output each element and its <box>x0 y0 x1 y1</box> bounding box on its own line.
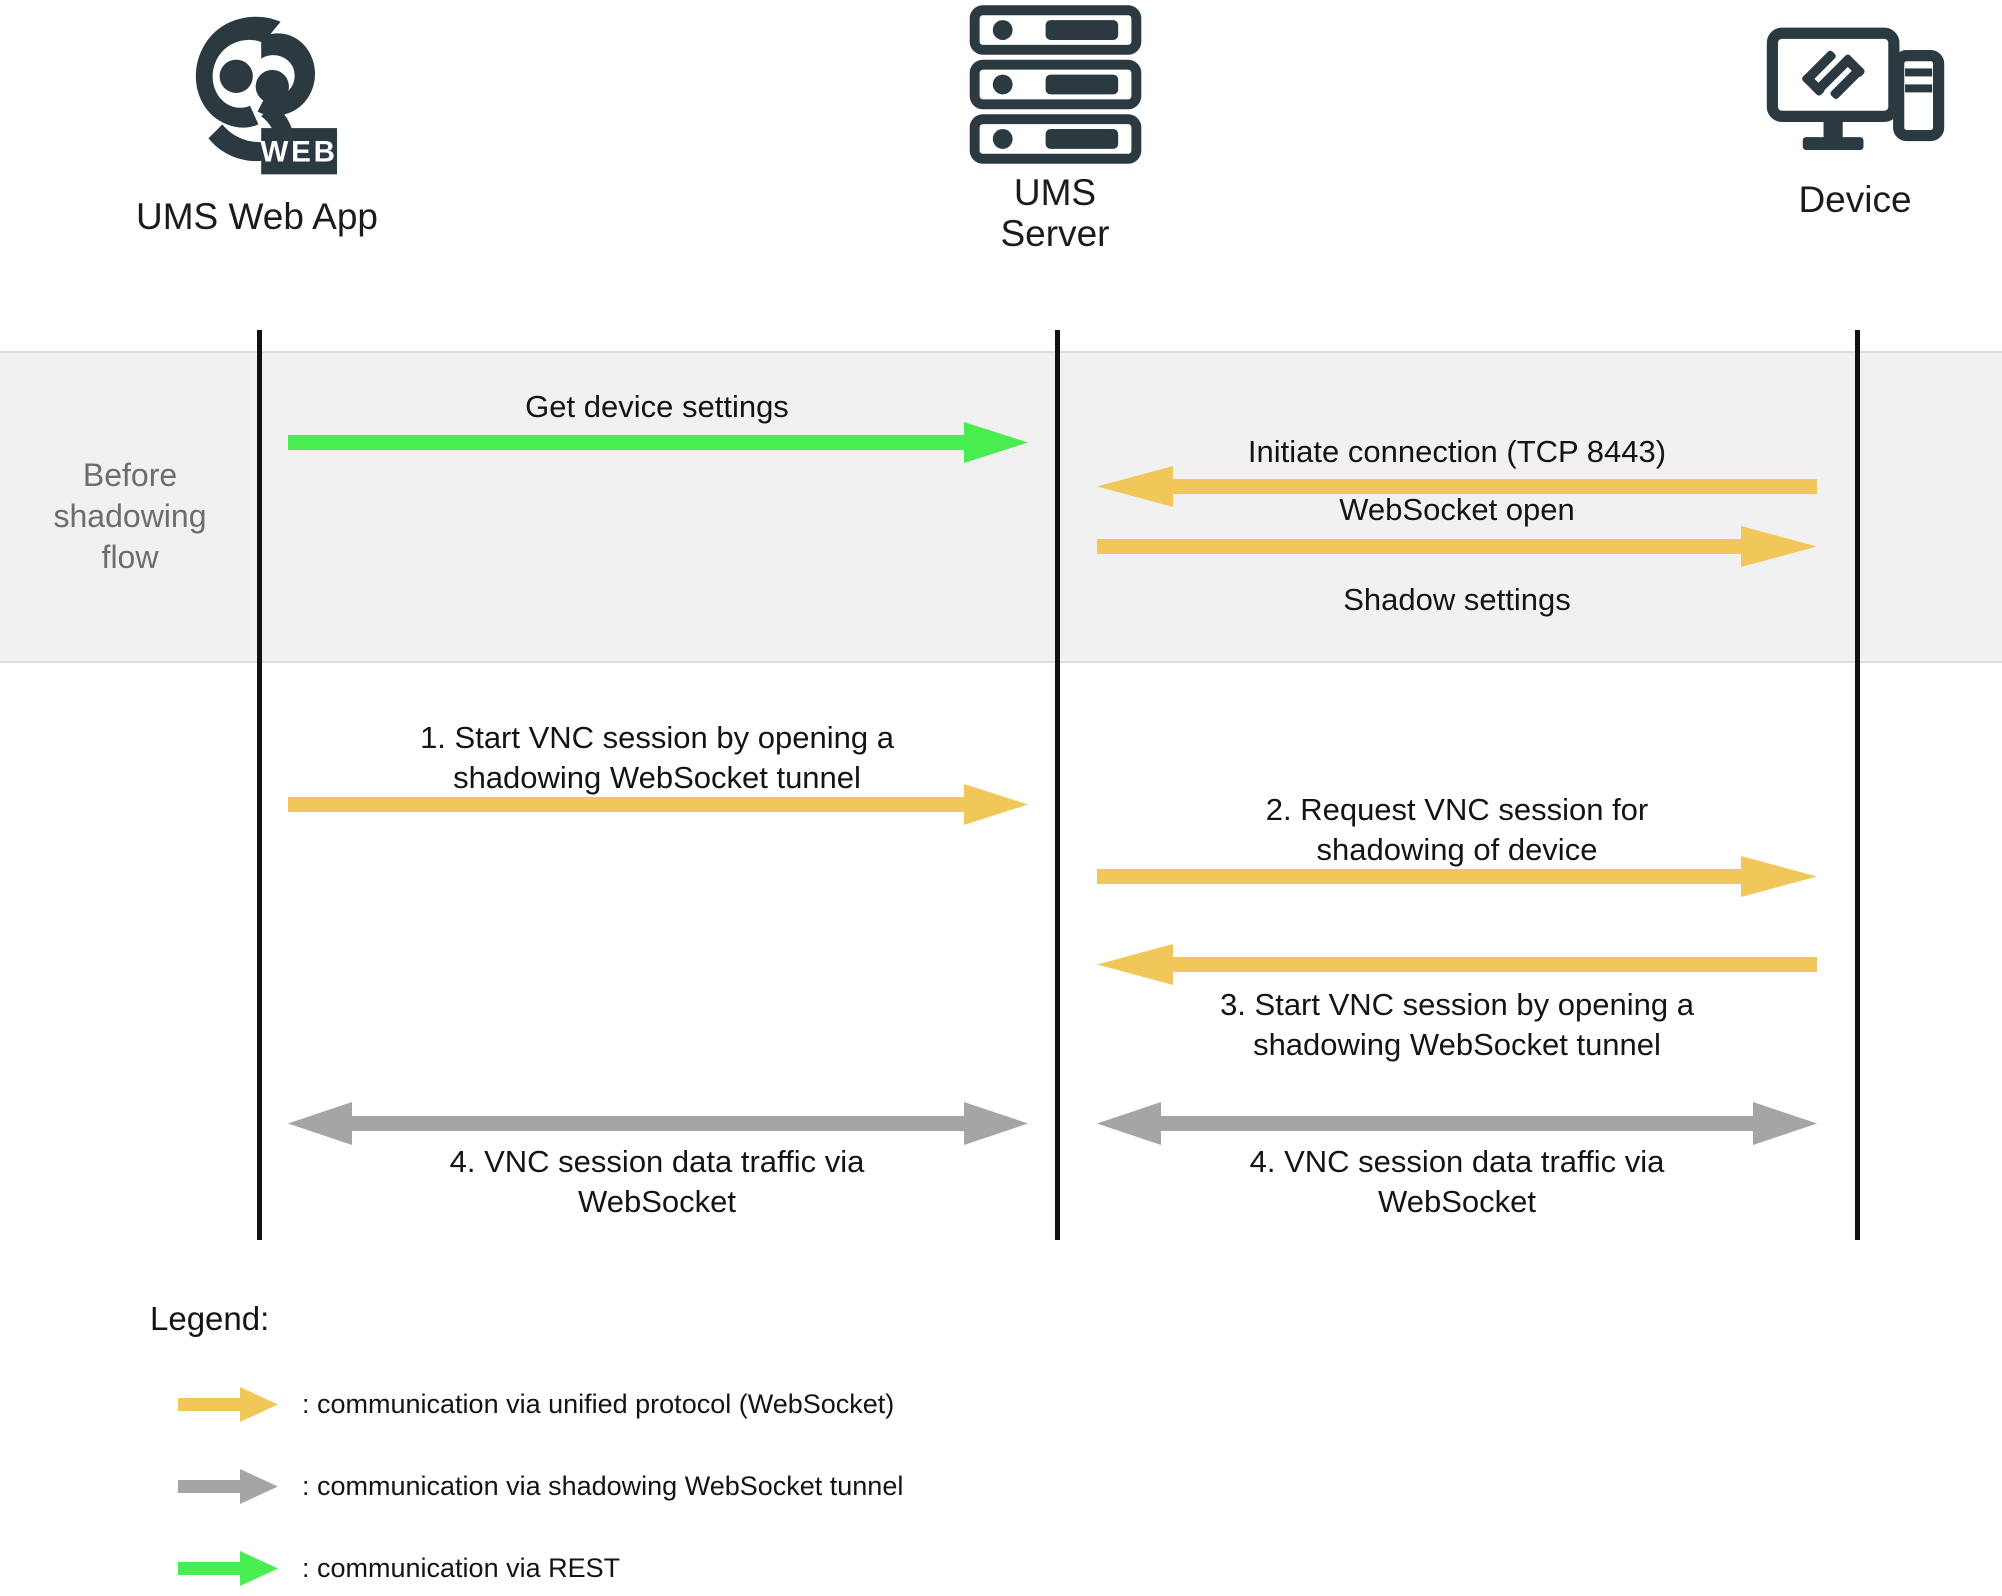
svg-text:WEB: WEB <box>260 135 337 168</box>
message-arrow-get-device-settings <box>288 422 1028 463</box>
actor-device: Device <box>1655 14 2002 220</box>
message-arrow-websocket-open <box>1097 526 1817 567</box>
message-label-initiate-connection: Initiate connection (TCP 8443) <box>1247 434 1667 469</box>
message-arrow-step-1 <box>288 784 1028 825</box>
actor-label-device: Device <box>1798 179 1912 220</box>
ums-web-logo-icon: WEB <box>57 6 457 196</box>
actor-ums-server: UMS Server <box>855 2 1255 255</box>
message-arrow-step-3 <box>1097 944 1817 985</box>
message-arrow-step-4-right <box>1097 1102 1817 1145</box>
server-rack-icon <box>855 2 1255 172</box>
phase-band-before-shadowing <box>0 351 2002 663</box>
legend-text-rest: : communication via REST <box>302 1552 621 1583</box>
lifeline-device <box>1855 330 1860 1240</box>
actor-label-ums-web-app: UMS Web App <box>136 196 378 237</box>
actor-label-ums-server: UMS Server <box>1000 172 1110 255</box>
legend-title: Legend: <box>150 1300 270 1337</box>
actor-ums-web-app: WEB UMS Web App <box>57 6 457 237</box>
message-label-shadow-settings: Shadow settings <box>1343 582 1571 617</box>
legend-swatch-unified-protocol-arrow-icon <box>178 1387 278 1422</box>
message-label-step-2: 2. Request VNC session for shadowing of … <box>1265 792 1649 867</box>
legend-swatch-shadowing-tunnel-arrow-icon <box>178 1469 278 1504</box>
message-label-step-1: 1. Start VNC session by opening a shadow… <box>420 720 894 795</box>
message-label-step-4-right: 4. VNC session data traffic via WebSocke… <box>1249 1144 1665 1219</box>
message-label-step-4-left: 4. VNC session data traffic via WebSocke… <box>449 1144 865 1219</box>
lifeline-ums-server <box>1055 330 1060 1240</box>
message-label-get-device-settings: Get device settings <box>525 389 789 424</box>
legend-text-shadowing-tunnel: : communication via shadowing WebSocket … <box>302 1470 904 1501</box>
lifeline-ums-web-app <box>257 330 262 1240</box>
legend-entry-rest: : communication via REST <box>178 1549 620 1587</box>
message-arrow-step-2 <box>1097 856 1817 897</box>
message-label-step-3: 3. Start VNC session by opening a shadow… <box>1220 987 1694 1062</box>
message-arrow-step-4-left <box>288 1102 1028 1145</box>
desktop-computer-icon <box>1655 14 2002 179</box>
message-label-websocket-open: WebSocket open <box>1339 492 1575 527</box>
message-arrow-initiate-connection <box>1097 466 1817 507</box>
legend-text-unified-protocol: : communication via unified protocol (We… <box>302 1388 895 1419</box>
legend-swatch-rest-arrow-icon <box>178 1551 278 1586</box>
phase-band-label: Before shadowing flow <box>53 457 207 575</box>
legend-entry-shadowing-tunnel: : communication via shadowing WebSocket … <box>178 1467 903 1505</box>
legend-entry-unified-protocol: : communication via unified protocol (We… <box>178 1385 894 1423</box>
